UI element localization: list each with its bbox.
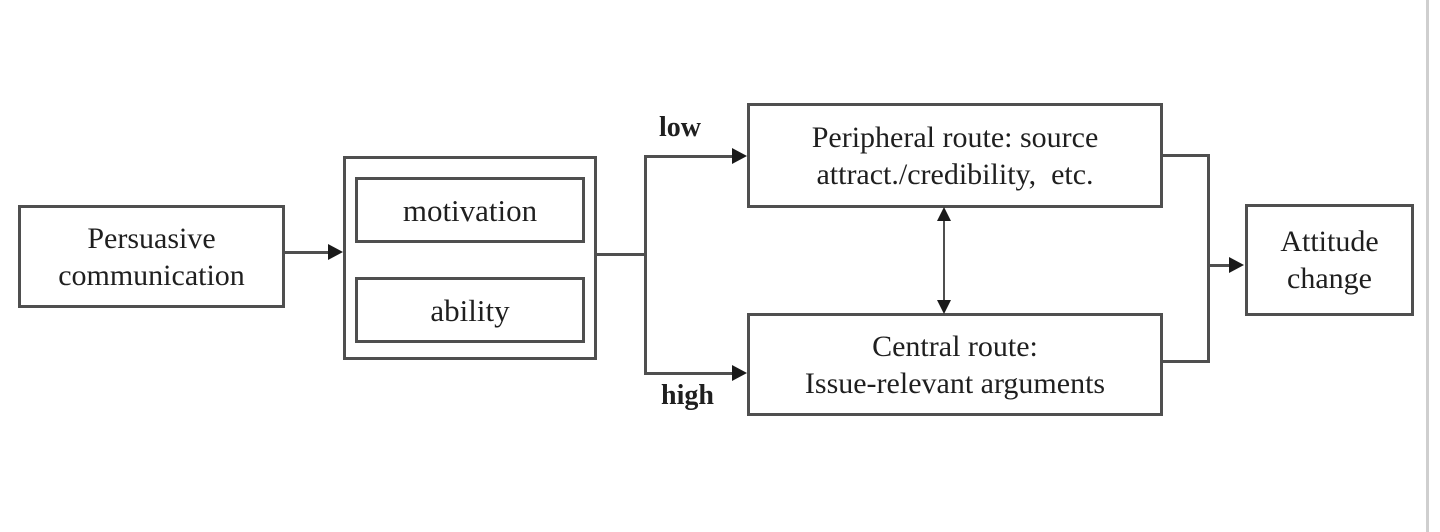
node-central-route: Central route: Issue-relevant arguments — [747, 313, 1163, 416]
connector-fork-to-peripheral — [644, 155, 733, 158]
label-high: high — [661, 380, 714, 411]
connector-persuasive-to-gate — [285, 251, 330, 254]
connector-gate-to-fork — [597, 253, 645, 256]
node-ability: ability — [355, 277, 585, 343]
node-persuasive-communication: Persuasive communication — [18, 205, 285, 308]
connector-merge-vertical — [1207, 154, 1210, 363]
arrowhead-down-central — [937, 300, 951, 314]
label-low: low — [659, 112, 701, 143]
connector-central-to-merge — [1163, 360, 1210, 363]
node-ability-label: ability — [430, 292, 510, 328]
connector-merge-to-attitude — [1207, 264, 1231, 267]
connector-peripheral-to-merge — [1162, 154, 1210, 157]
node-motivation-label: motivation — [402, 192, 538, 228]
node-peripheral-line2: attract./credibility, etc. — [816, 157, 1094, 191]
node-attitude-line1: Attitude — [1280, 225, 1379, 258]
arrowhead-into-peripheral — [732, 148, 747, 164]
arrowhead-into-gate — [328, 244, 343, 260]
arrowhead-into-central — [732, 365, 747, 381]
page-edge-line — [1426, 0, 1429, 532]
node-central-line2: Issue-relevant arguments — [804, 366, 1106, 400]
node-central-line1: Central route: — [872, 329, 1038, 363]
node-persuasive-line1: Persuasive — [87, 221, 216, 255]
connector-fork-vertical — [644, 155, 647, 375]
connector-fork-to-central — [644, 372, 733, 375]
node-attitude-change: Attitude change — [1245, 204, 1414, 316]
arrowhead-up-peripheral — [937, 207, 951, 221]
node-peripheral-route: Peripheral route: source attract./credib… — [747, 103, 1163, 208]
node-attitude-line2: change — [1287, 262, 1372, 295]
node-motivation: motivation — [355, 177, 585, 243]
connector-peripheral-central — [943, 216, 945, 306]
node-peripheral-line1: Peripheral route: source — [811, 120, 1099, 154]
node-persuasive-line2: communication — [58, 258, 245, 292]
arrowhead-into-attitude — [1229, 257, 1244, 273]
